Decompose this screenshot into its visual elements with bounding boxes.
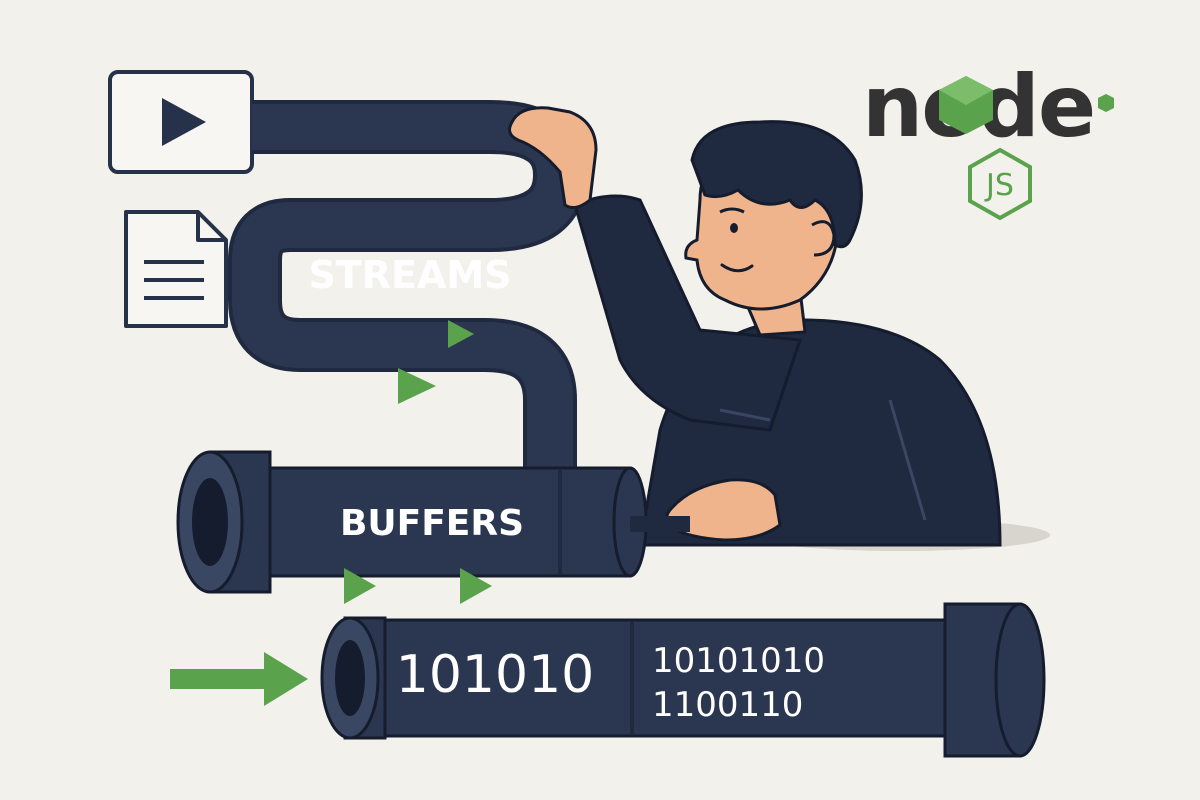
js-badge: JS — [984, 168, 1014, 203]
arrow-right-icon — [448, 320, 474, 348]
bits-line-1: 10101010 — [652, 641, 825, 681]
developer-person — [508, 106, 1050, 551]
arrow-right-icon — [344, 568, 376, 604]
binary-pipe — [320, 602, 1046, 758]
buffers-pipe — [176, 450, 690, 594]
arrow-right-icon — [460, 568, 492, 604]
streams-label: STREAMS — [308, 253, 511, 297]
nodejs-logo: node JS — [862, 57, 1114, 221]
arrow-right-icon — [170, 652, 308, 706]
bits-large-text: 101010 — [396, 645, 595, 705]
document-icon — [124, 210, 228, 328]
stream-pipe — [228, 100, 587, 470]
buffers-label: BUFFERS — [340, 503, 524, 544]
bits-line-2: 1100110 — [652, 685, 803, 725]
play-icon — [108, 70, 254, 174]
arrow-right-icon — [398, 368, 436, 404]
